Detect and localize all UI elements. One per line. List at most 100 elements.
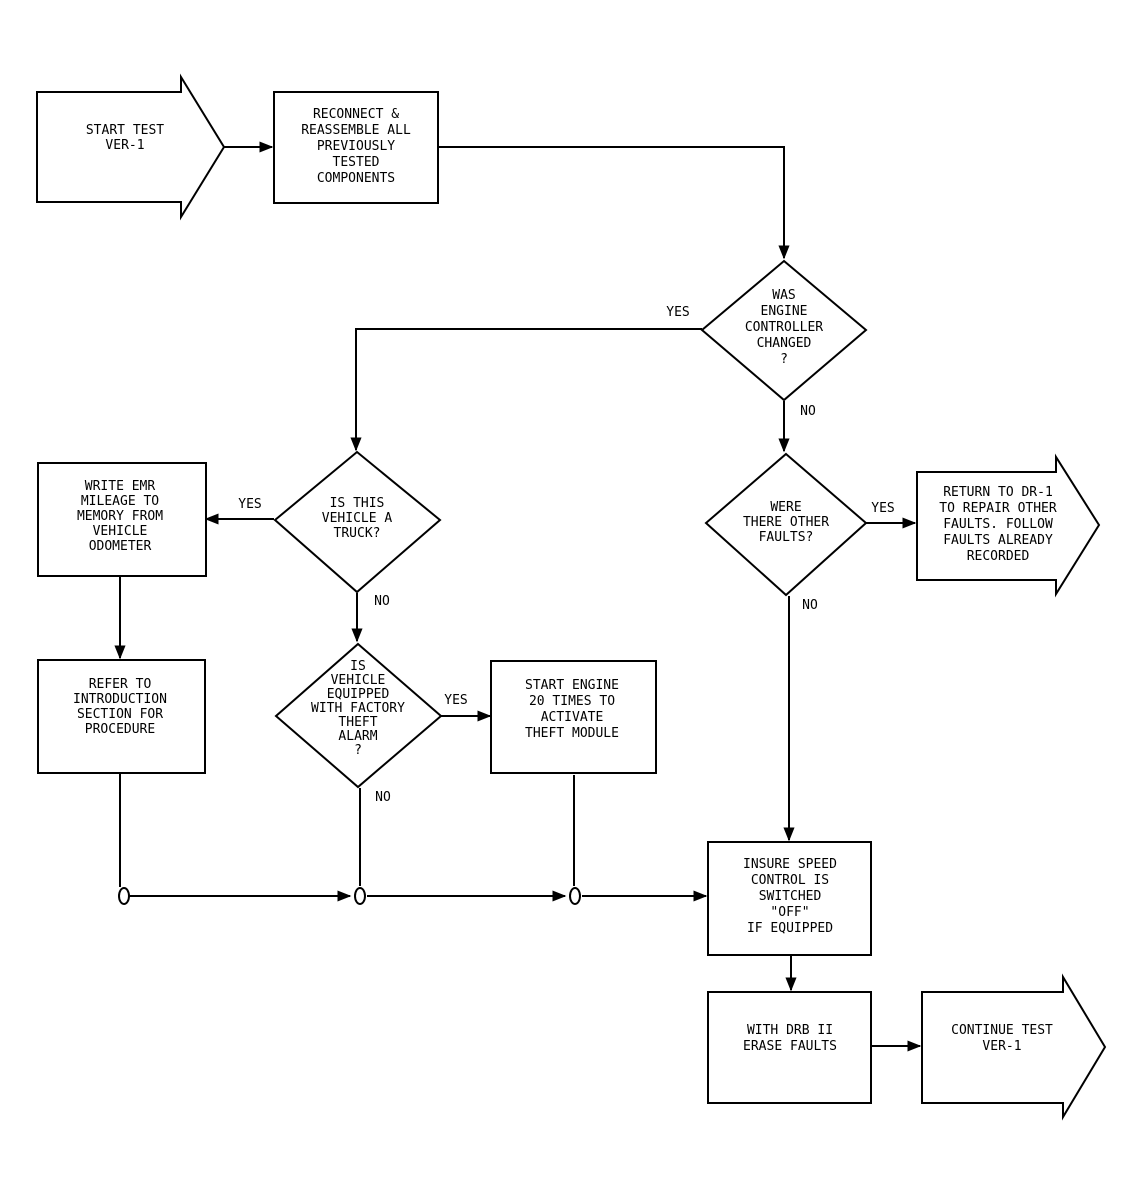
text-line: RECORDED: [967, 549, 1030, 564]
text-line: SECTION FOR: [77, 707, 163, 722]
text-line: INTRODUCTION: [73, 692, 167, 707]
text-line: CONTINUE TEST: [951, 1023, 1053, 1038]
text-line: INSURE SPEED: [743, 857, 837, 872]
text-line: ?: [354, 743, 362, 758]
text-line: THEFT MODULE: [525, 726, 619, 741]
text-line: SWITCHED: [759, 889, 822, 904]
theft-yes-label: YES: [444, 693, 467, 708]
text-line: 20 TIMES TO: [529, 694, 615, 709]
text-line: REASSEMBLE ALL: [301, 123, 411, 138]
text-line: ALARM: [338, 729, 377, 744]
text-line: VEHICLE: [93, 524, 148, 539]
reconnect-box: [273, 91, 439, 204]
connectors: [114, 141, 922, 1052]
return-arrow-shape: [916, 453, 1101, 598]
text-line: REFER TO: [89, 677, 152, 692]
text-line: THERE OTHER: [743, 515, 829, 530]
text-line: TRUCK?: [334, 526, 381, 541]
text-line: CONTROLLER: [745, 320, 823, 335]
text-line: EQUIPPED: [327, 687, 390, 702]
text-line: WRITE EMR: [85, 479, 156, 494]
start-engine-box: [490, 660, 657, 774]
text-line: VER-1: [105, 138, 144, 153]
start-arrow-shape: [36, 73, 226, 221]
faults-no-label: NO: [802, 598, 818, 613]
text-line: RETURN TO DR-1: [943, 485, 1053, 500]
text-line: START TEST: [86, 123, 164, 138]
truck-diamond: [273, 450, 442, 594]
text-line: COMPONENTS: [317, 171, 395, 186]
text-line: FAULTS?: [759, 530, 814, 545]
text-line: FAULTS. FOLLOW: [943, 517, 1053, 532]
theft-diamond: [274, 642, 443, 789]
text-line: WERE: [770, 500, 801, 515]
text-line: TESTED: [333, 155, 380, 170]
erase-faults-box: [707, 991, 872, 1104]
theft-no-label: NO: [375, 790, 391, 805]
text-line: IS: [350, 659, 366, 674]
text-line: PREVIOUSLY: [317, 139, 395, 154]
text-line: "OFF": [770, 905, 809, 920]
insure-speed-box: [707, 841, 872, 956]
faults-yes-label: YES: [871, 501, 894, 516]
text-line: THEFT: [338, 715, 377, 730]
junction-right: [569, 887, 581, 905]
truck-no-label: NO: [374, 594, 390, 609]
text-line: ODOMETER: [89, 539, 152, 554]
text-line: ACTIVATE: [541, 710, 604, 725]
text-line: MEMORY FROM: [77, 509, 163, 524]
junction-middle: [354, 887, 366, 905]
text-line: ?: [780, 352, 788, 367]
text-line: START ENGINE: [525, 678, 619, 693]
engine-yes-label: YES: [666, 305, 689, 320]
text-line: PROCEDURE: [85, 722, 155, 737]
text-line: ERASE FAULTS: [743, 1039, 837, 1054]
text-line: VEHICLE A: [322, 511, 393, 526]
refer-intro-box: [37, 659, 206, 774]
text-line: RECONNECT &: [313, 107, 399, 122]
text-line: IS THIS: [330, 496, 385, 511]
write-emr-box: [37, 462, 207, 577]
text-line: IF EQUIPPED: [747, 921, 833, 936]
text-line: CONTROL IS: [751, 873, 829, 888]
connector-engine-yes: [350, 328, 702, 452]
engine-diamond: [700, 259, 868, 402]
engine-no-label: NO: [800, 404, 816, 419]
text-line: FAULTS ALREADY: [943, 533, 1053, 548]
text-line: VER-1: [982, 1039, 1021, 1054]
text-line: ENGINE: [761, 304, 808, 319]
text-line: WAS: [772, 288, 795, 303]
faults-diamond: [704, 452, 868, 597]
text-line: TO REPAIR OTHER: [939, 501, 1057, 516]
text-line: MILEAGE TO: [81, 494, 159, 509]
connector-reconnect-to-engine: [439, 146, 790, 260]
continue-arrow-shape: [921, 973, 1107, 1121]
text-line: CHANGED: [757, 336, 812, 351]
